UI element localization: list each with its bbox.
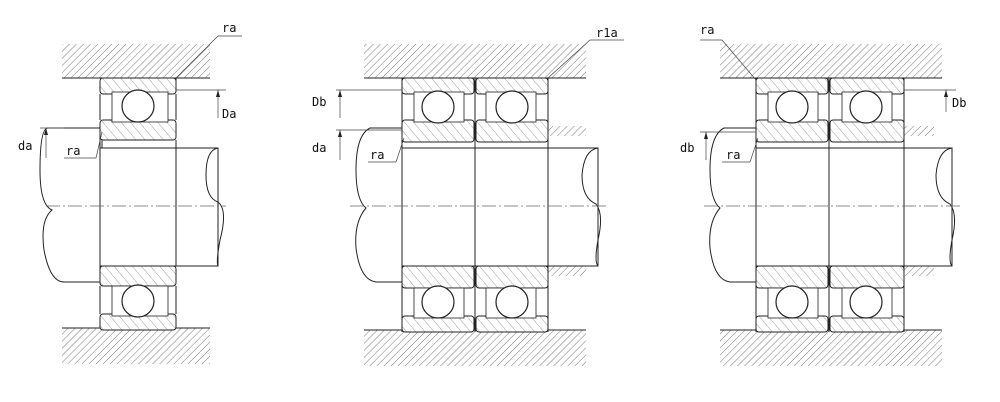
shaft-end-break (39, 127, 101, 283)
housing-bottom (62, 328, 210, 364)
label-housing-diameter: Db (952, 96, 966, 110)
label-radius-top: ra (700, 23, 714, 37)
shaft-body (99, 147, 219, 267)
label-radius-shaft: ra (370, 148, 384, 162)
inner-ring-top (99, 119, 177, 141)
label-shaft-diameter: da (312, 141, 326, 155)
ball-top-right (495, 90, 529, 124)
shaft-end-break (355, 127, 403, 283)
label-radius-top: ra (222, 21, 236, 35)
label-shaft-diameter: da (18, 139, 32, 153)
ball-bottom-left (775, 285, 809, 319)
figure-pair-face-to-face: r1a Db da ra (312, 26, 624, 366)
label-radius-shaft: ra (66, 144, 80, 158)
housing-top (364, 44, 586, 78)
label-housing-diameter: Db (312, 95, 326, 109)
ball-top (121, 89, 155, 123)
figure-single-bearing: ra Da da ra (18, 21, 242, 364)
ball-bottom (121, 284, 155, 318)
housing-bottom (720, 330, 942, 366)
ball-bottom-right (849, 285, 883, 319)
ball-bottom-left (421, 285, 455, 319)
housing-top (720, 44, 942, 78)
ball-bottom-right (495, 285, 529, 319)
shaft-end-break (709, 127, 757, 283)
label-shaft-diameter: db (680, 141, 694, 155)
label-housing-diameter: Da (222, 107, 236, 121)
label-radius-shaft: ra (726, 148, 740, 162)
label-radius-top: r1a (596, 26, 618, 40)
figure-pair-back-to-back: ra Db db ra (680, 23, 966, 366)
housing-top (62, 44, 210, 78)
housing-bottom (364, 330, 586, 366)
ball-top-left (775, 90, 809, 124)
shaft-body (755, 147, 953, 267)
shaft-body (401, 147, 599, 267)
inner-ring-bottom (99, 265, 177, 287)
ball-top-left (421, 90, 455, 124)
ball-top-right (849, 90, 883, 124)
